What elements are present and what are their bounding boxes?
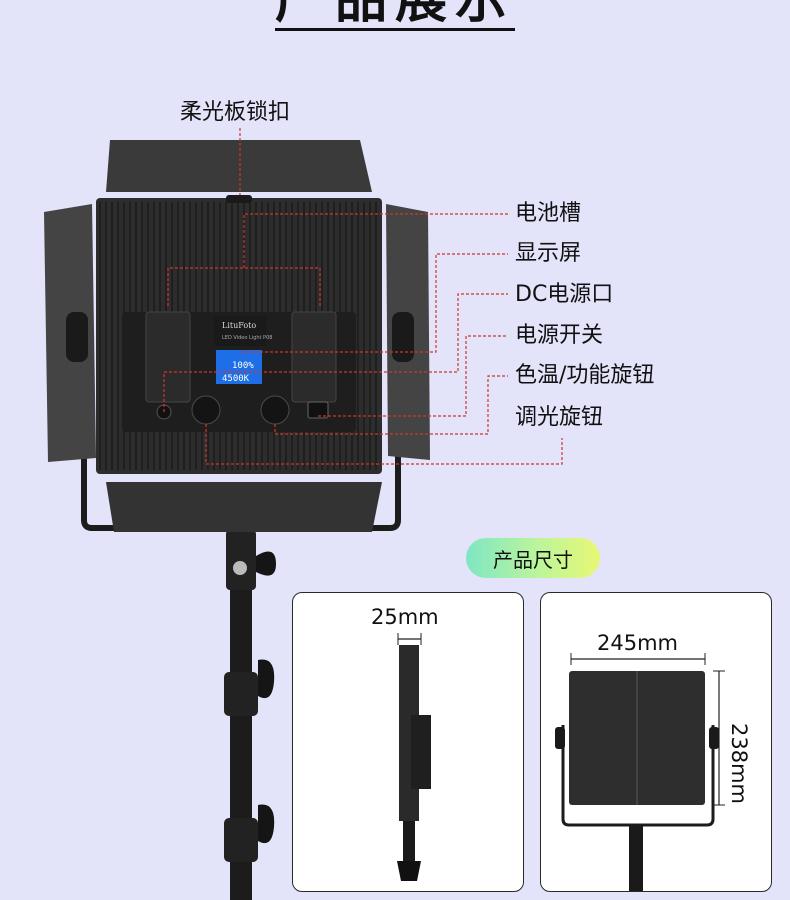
dimmer-knob xyxy=(260,395,290,425)
right-lock-knob xyxy=(392,312,414,362)
light-stand xyxy=(224,530,276,900)
thickness-card: 25mm xyxy=(292,592,524,892)
callout-dc-port: DC电源口 xyxy=(515,282,614,307)
brand-text: LituFoto xyxy=(222,321,256,330)
side-view-illustration xyxy=(397,633,431,881)
callout-dimmer-knob: 调光旋钮 xyxy=(515,405,604,430)
callout-display: 显示屏 xyxy=(515,241,582,266)
leader-lines xyxy=(163,128,563,465)
left-lock-knob xyxy=(66,312,88,362)
dimension-card: 245mm 238mm xyxy=(540,592,772,892)
thickness-label: 25mm xyxy=(371,605,439,629)
battery-slot-left xyxy=(145,311,191,403)
diffuser-lock-clip xyxy=(226,195,252,203)
title-underline xyxy=(275,28,515,31)
color-temp-knob xyxy=(191,395,221,425)
callout-color-temp-knob: 色温/功能旋钮 xyxy=(515,363,655,388)
battery-slot-right xyxy=(291,311,337,403)
lcd-brightness: 100% xyxy=(232,361,254,371)
height-label: 238mm xyxy=(727,723,751,804)
lcd-screen xyxy=(216,350,262,384)
width-label: 245mm xyxy=(597,631,678,655)
page-title: 产品展示 xyxy=(274,0,515,30)
power-switch xyxy=(307,401,329,419)
brand-label xyxy=(214,316,266,346)
callout-power-switch: 电源开关 xyxy=(515,323,604,348)
model-text: LED Video Light P08 xyxy=(222,335,272,341)
size-section-badge: 产品尺寸 xyxy=(466,538,600,578)
callout-battery-slot: 电池槽 xyxy=(515,201,582,226)
lcd-temperature: 4500K xyxy=(222,374,250,384)
front-view-illustration xyxy=(555,653,725,891)
callout-diffuser-lock: 柔光板锁扣 xyxy=(180,100,291,125)
